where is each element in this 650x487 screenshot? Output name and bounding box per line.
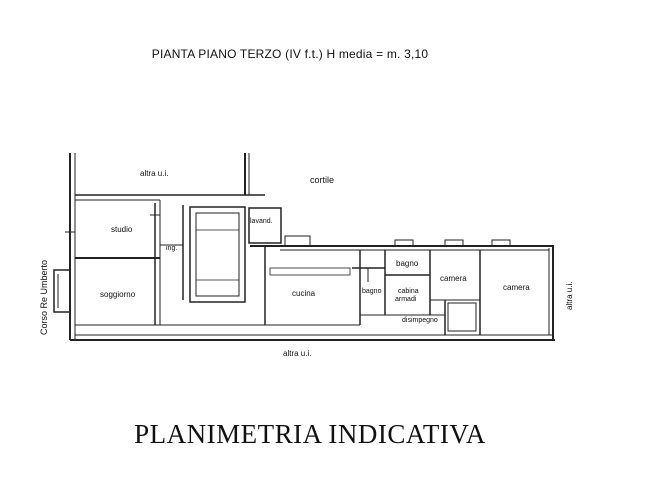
label-bagno-left: bagno bbox=[362, 288, 382, 295]
label-armadi: armadi bbox=[395, 296, 417, 303]
windows bbox=[65, 214, 511, 247]
label-cortile: cortile bbox=[310, 175, 334, 185]
footer-caption: PLANIMETRIA INDICATIVA bbox=[134, 419, 486, 449]
label-lavand: lavand. bbox=[250, 218, 273, 225]
label-studio: studio bbox=[111, 225, 133, 234]
label-camera-mid: camera bbox=[440, 274, 467, 283]
label-bagno-top: bagno bbox=[396, 259, 419, 268]
label-altra-ui-top: altra u.i. bbox=[140, 169, 168, 178]
label-cucina: cucina bbox=[292, 289, 316, 298]
label-camera-right: camera bbox=[503, 283, 530, 292]
label-altra-ui-bottom: altra u.i. bbox=[283, 349, 311, 358]
label-ing: ing. bbox=[166, 245, 177, 252]
label-cabina: cabina bbox=[398, 288, 419, 295]
label-street: Corso Re Umberto bbox=[39, 260, 49, 335]
label-altra-ui-right: altra u.i. bbox=[565, 282, 574, 310]
plan-title: PIANTA PIANO TERZO (IV f.t.) H media = m… bbox=[151, 47, 429, 61]
interior-walls bbox=[75, 203, 481, 335]
label-soggiorno: soggiorno bbox=[100, 290, 136, 299]
kitchen-fixtures bbox=[269, 267, 351, 276]
label-disimpegno: disimpegno bbox=[402, 317, 438, 324]
